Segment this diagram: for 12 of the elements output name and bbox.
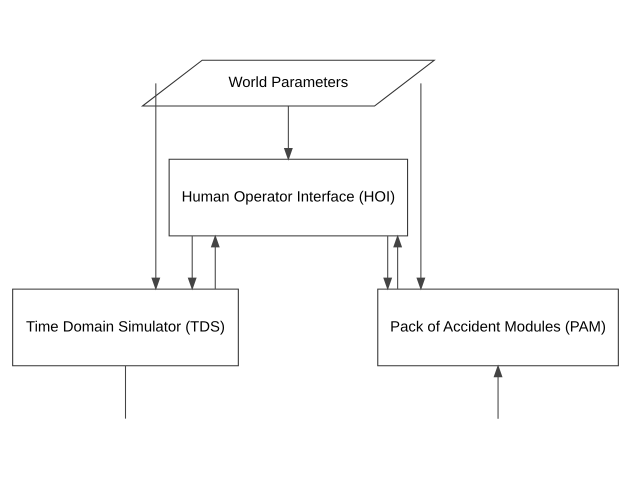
node-box: Time Domain Simulator (TDS) <box>12 288 239 366</box>
arrow <box>151 82 160 290</box>
arrow <box>393 234 402 288</box>
connector <box>124 365 126 418</box>
arrow <box>494 364 503 418</box>
arrow <box>210 234 220 288</box>
node-box: Human Operator Interface (HOI) <box>168 158 408 236</box>
arrow <box>188 236 197 290</box>
arrow <box>284 106 293 160</box>
arrow <box>383 236 392 290</box>
arrow <box>416 82 426 290</box>
node-box: Pack of Accident Modules (PAM) <box>377 288 619 366</box>
